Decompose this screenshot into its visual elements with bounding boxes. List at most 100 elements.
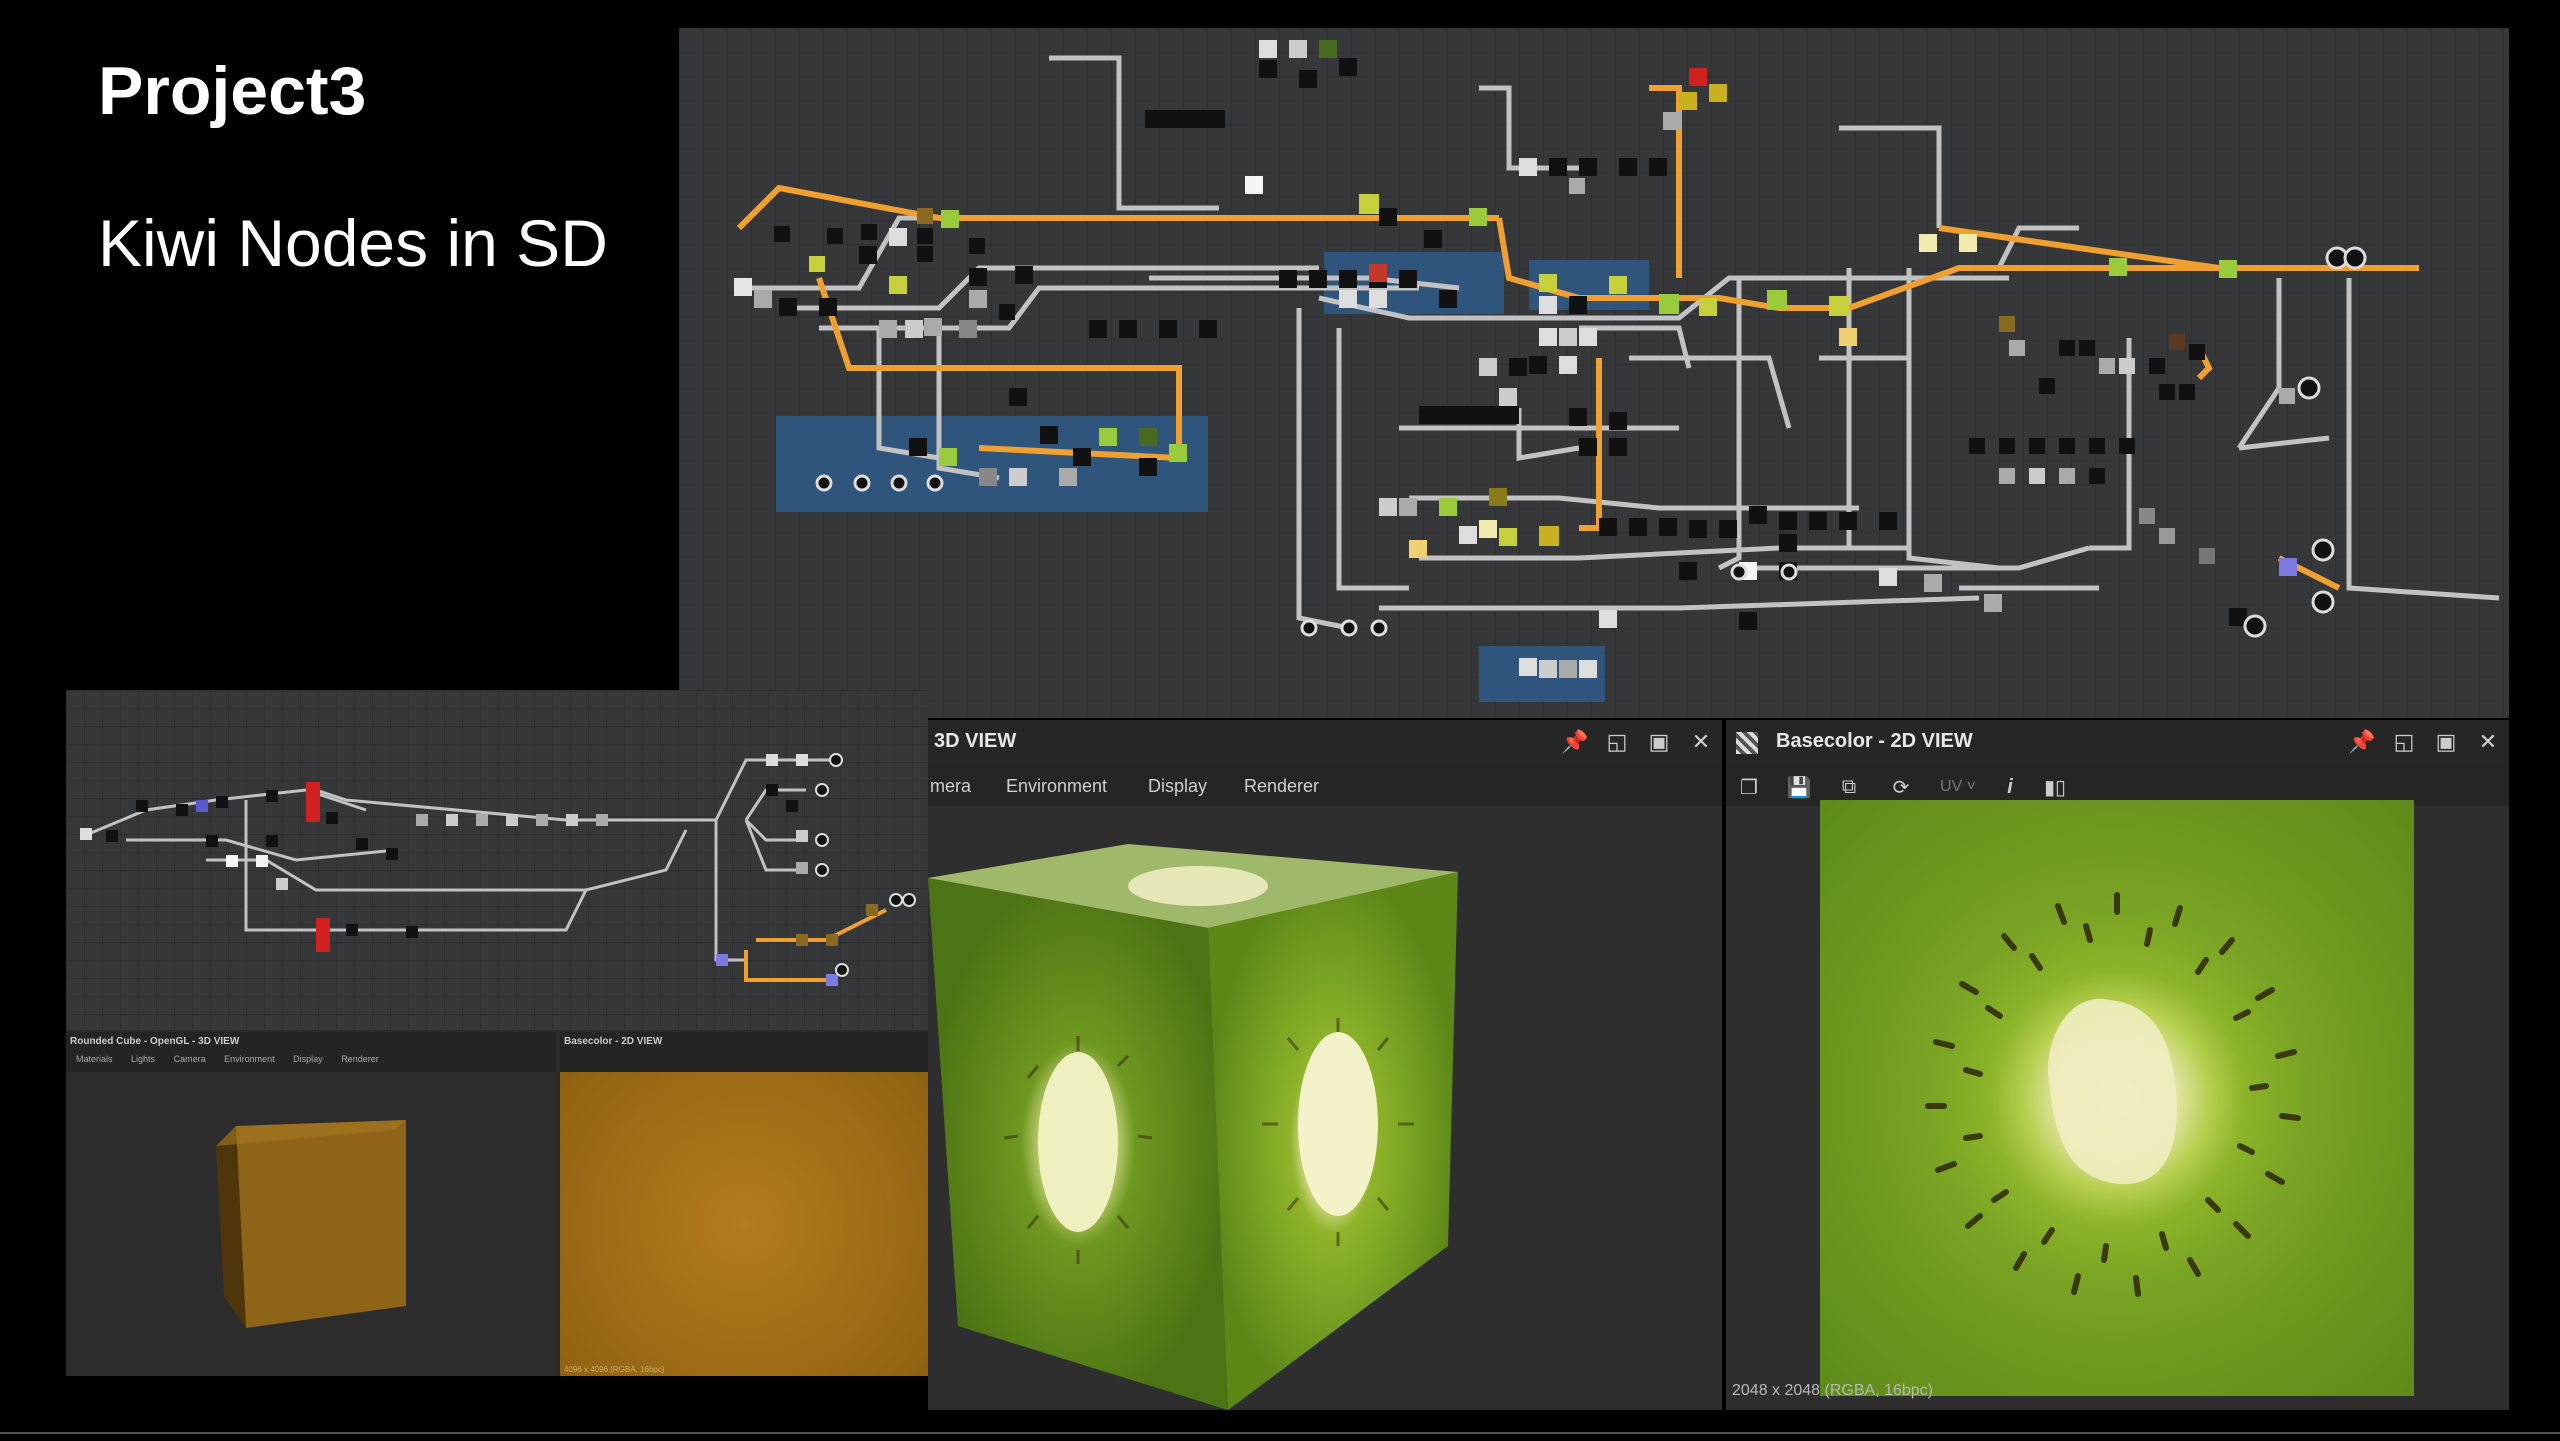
- graph-node: [969, 268, 987, 286]
- graph-node: [2119, 358, 2135, 374]
- graph-output-node: [815, 474, 833, 492]
- graph-node: [2149, 358, 2165, 374]
- pin-icon[interactable]: 📌: [1561, 729, 1589, 754]
- inset-menu-camera[interactable]: Camera: [173, 1054, 206, 1064]
- graph-node: [1924, 574, 1942, 592]
- inset-3d-title: Rounded Cube - OpenGL - 3D VIEW: [70, 1036, 240, 1047]
- graph-node: [1879, 568, 1897, 586]
- inset-node: [176, 804, 188, 816]
- layers-icon[interactable]: ⧉: [1841, 775, 1857, 798]
- kiwi-seeds: [1925, 892, 2301, 1297]
- graph-node: [1099, 428, 1117, 446]
- graph-node: [2089, 468, 2105, 484]
- menu-display[interactable]: Display: [1148, 776, 1208, 796]
- inset-screenshot: Rounded Cube - OpenGL - 3D VIEW Material…: [66, 690, 928, 1376]
- inset-output-node: [815, 783, 829, 797]
- graph-node: [809, 256, 825, 272]
- graph-node: [1359, 194, 1379, 214]
- view3d-header: 3D VIEW 📌 ◱ ▣ ✕: [928, 720, 1722, 766]
- graph-node: [1539, 296, 1557, 314]
- graph-node: [1579, 328, 1597, 346]
- copy-icon[interactable]: ❐: [1740, 776, 1758, 799]
- view3d-viewport[interactable]: [928, 806, 1722, 1410]
- inset-output-node: [835, 963, 849, 977]
- graph-output-node: [1340, 619, 1358, 637]
- node-graph-main[interactable]: [679, 28, 2509, 718]
- close-icon[interactable]: ✕: [1691, 729, 1711, 754]
- graph-node: [1609, 412, 1627, 430]
- info-icon[interactable]: i: [2007, 775, 2013, 798]
- graph-node: [1649, 158, 1667, 176]
- inset-wire: [315, 788, 686, 822]
- close-icon[interactable]: ✕: [2478, 729, 2498, 754]
- graph-node: [1609, 438, 1627, 456]
- kiwi-basecolor-texture: [1820, 800, 2414, 1396]
- maximize-icon[interactable]: ▣: [1648, 729, 1670, 754]
- inset-node: [80, 828, 92, 840]
- graph-node: [1509, 358, 1527, 376]
- graph-node: [1919, 234, 1937, 252]
- graph-node: [1009, 468, 1027, 486]
- graph-node: [917, 246, 933, 262]
- histogram-icon[interactable]: ▮▯: [2043, 776, 2066, 799]
- graph-wire: [1629, 355, 1792, 429]
- inset-node: [826, 974, 838, 986]
- graph-node: [754, 290, 772, 308]
- cube-top-core: [1128, 866, 1268, 906]
- inset-menu-environment[interactable]: Environment: [224, 1054, 275, 1064]
- graph-frame: [776, 416, 1208, 512]
- float-icon[interactable]: ◱: [2393, 729, 2415, 754]
- maximize-icon[interactable]: ▣: [2435, 729, 2457, 754]
- graph-node: [1529, 356, 1547, 374]
- inset-menu-materials[interactable]: Materials: [76, 1054, 113, 1064]
- cube-right-core: [1298, 1032, 1378, 1216]
- inset-wire: [744, 818, 806, 842]
- graph-wire: [1516, 408, 1580, 461]
- menu-camera[interactable]: mera: [930, 776, 972, 796]
- inset-node: [796, 862, 808, 874]
- menu-renderer[interactable]: Renderer: [1244, 776, 1320, 796]
- inset-node: [266, 835, 278, 847]
- graph-node: [1399, 498, 1417, 516]
- graph-node: [1629, 518, 1647, 536]
- view3d-title: 3D VIEW: [934, 730, 1017, 752]
- graph-node: [1015, 266, 1033, 284]
- view2d-toolbar: ❐ 💾 ⧉ ⟳ UV ˅ i ▮▯: [1726, 766, 2509, 806]
- graph-node: [1809, 512, 1827, 530]
- graph-node: [1040, 426, 1058, 444]
- inset-3d-viewport[interactable]: [66, 1072, 556, 1376]
- graph-output-node: [926, 474, 944, 492]
- inset-node: [766, 754, 778, 766]
- graph-wire: [2236, 278, 2282, 450]
- graph-node: [1499, 388, 1517, 406]
- graph-node: [1259, 60, 1277, 78]
- save-icon[interactable]: 💾: [1786, 776, 1812, 799]
- graph-nodes: [734, 40, 2297, 678]
- inset-node: [536, 814, 548, 826]
- graph-node: [1369, 290, 1387, 308]
- slide-bottom-divider: [0, 1432, 2560, 1434]
- graph-node: [2219, 260, 2237, 278]
- graph-node: [2029, 438, 2045, 454]
- graph-node: [1245, 176, 1263, 194]
- graph-node: [1439, 498, 1457, 516]
- inset-node: [596, 814, 608, 826]
- graph-node: [1399, 270, 1417, 288]
- view2d-viewport[interactable]: 2048 x 2048 (RGBA, 16bpc): [1726, 800, 2509, 1410]
- inset-2d-viewport[interactable]: 4096 x 4096 (RGBA, 16bpc): [560, 1072, 928, 1376]
- inset-menu-display[interactable]: Display: [293, 1054, 323, 1064]
- menu-environment[interactable]: Environment: [1006, 776, 1108, 796]
- float-icon[interactable]: ◱: [1606, 729, 1628, 754]
- inset-menu-renderer[interactable]: Renderer: [341, 1054, 379, 1064]
- inset-wire: [396, 829, 688, 892]
- graph-node: [1369, 264, 1387, 282]
- refresh-icon[interactable]: ⟳: [1892, 776, 1910, 799]
- uv-dropdown[interactable]: UV ˅: [1939, 778, 1977, 795]
- inset-menu-lights[interactable]: Lights: [131, 1054, 156, 1064]
- graph-node: [1539, 660, 1557, 678]
- graph-node: [1489, 488, 1507, 506]
- graph-node: [1579, 660, 1597, 678]
- graph-node: [1439, 290, 1457, 308]
- graph-node: [774, 226, 790, 242]
- pin-icon[interactable]: 📌: [2348, 729, 2376, 754]
